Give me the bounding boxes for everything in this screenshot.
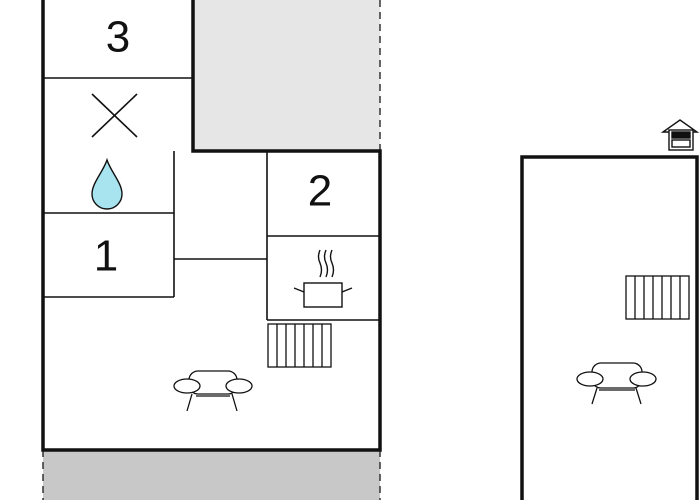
armchair-icon [173,370,253,412]
room-label-2: 2 [308,167,332,216]
terrace-area-top [193,0,380,151]
terrace-area-bottom [43,450,380,500]
armchair-icon [576,362,657,405]
room-label-1: 1 [94,232,118,281]
main-building-walls [41,0,382,452]
radiator-icon [267,323,332,368]
cross-icon [91,93,138,138]
cooking-pot-icon [293,249,353,308]
radiator-icon [625,275,690,320]
interior-walls [43,77,380,321]
water-drop-icon [91,157,123,210]
secondary-building-walls [520,155,699,500]
house-icon [660,119,700,151]
room-label-3: 3 [106,13,130,62]
